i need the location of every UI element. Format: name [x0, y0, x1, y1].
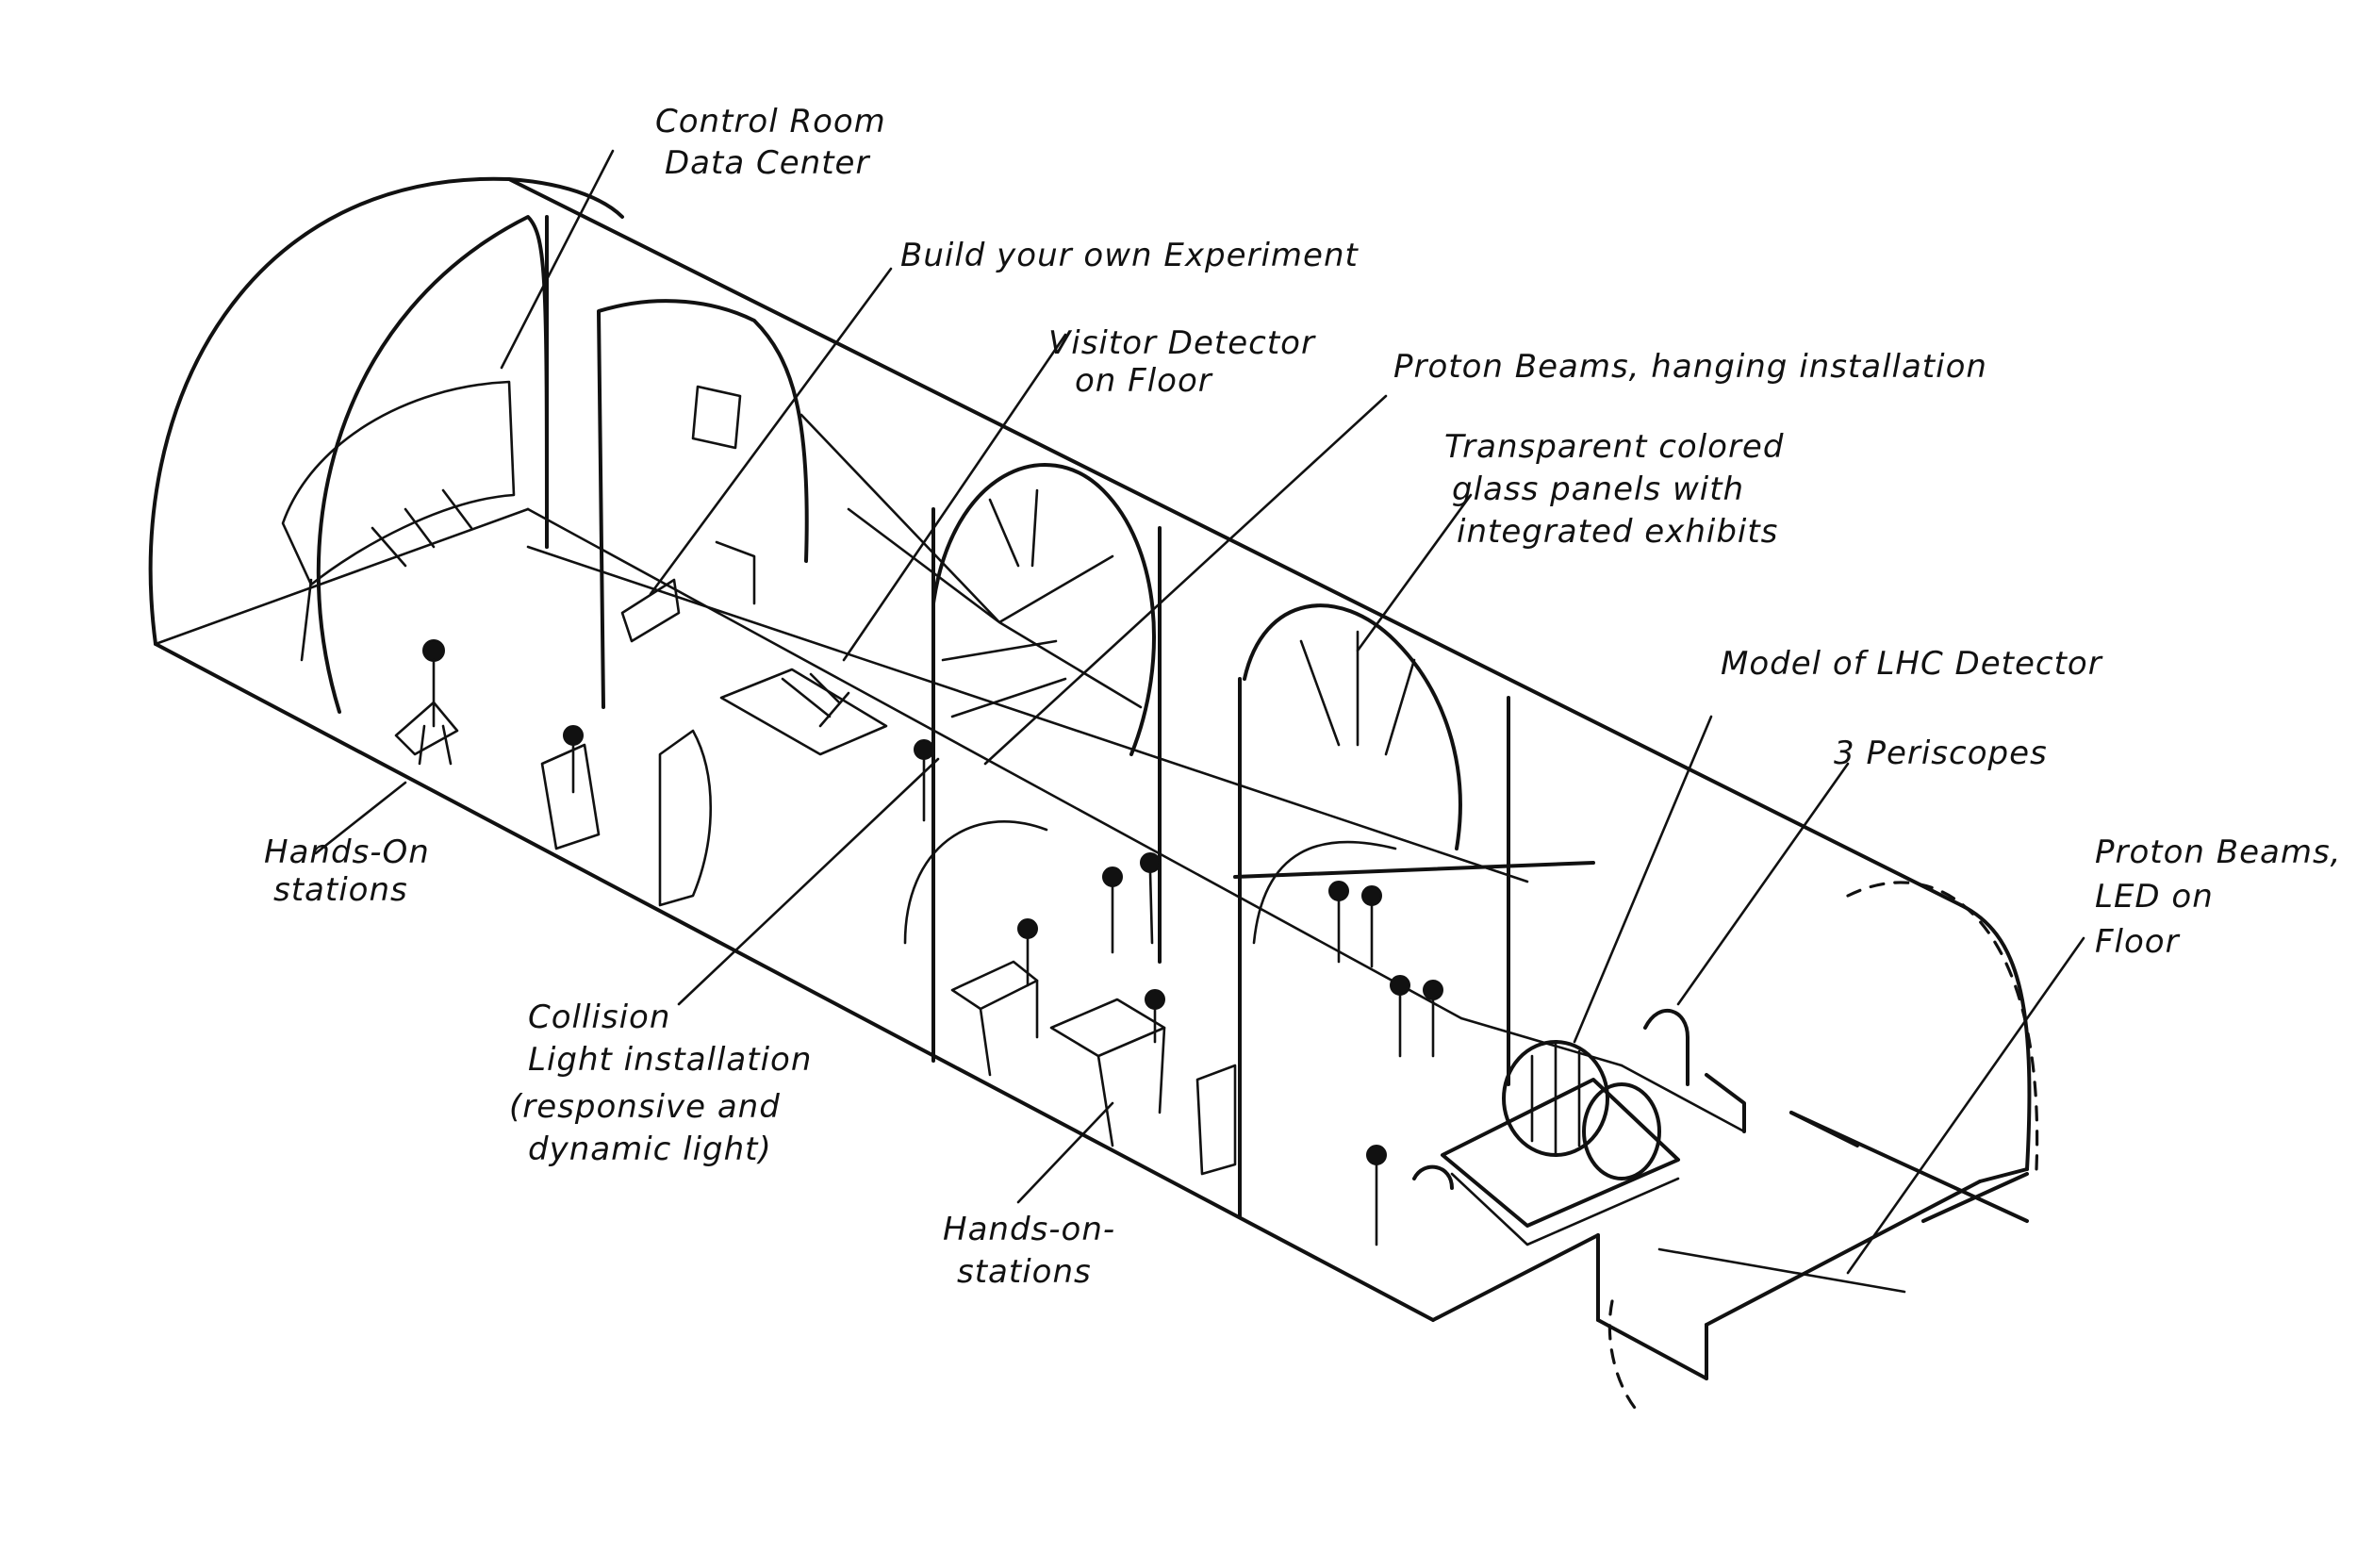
label-line: Proton Beams, hanging installation: [1393, 348, 1987, 386]
label-line: stations: [957, 1253, 1092, 1291]
label-line: on Floor: [1075, 362, 1213, 400]
label-build-experiment: Build your own Experiment: [900, 237, 1359, 274]
proton-beam-led-floor: [1657, 1247, 1906, 1294]
label-control-room: Control Room Data Center: [655, 103, 898, 182]
label-proton-beams-led: Proton Beams, LED on Floor: [2095, 834, 2352, 961]
label-line: 3 Periscopes: [1834, 734, 2048, 772]
label-lhc-model: Model of LHC Detector: [1721, 645, 2103, 683]
label-hands-on-left: Hands-On stations: [264, 834, 441, 909]
label-line: Transparent colored: [1444, 428, 1784, 466]
label-line: Model of LHC Detector: [1721, 645, 2103, 683]
label-line: Build your own Experiment: [900, 237, 1359, 274]
label-hands-on-center: Hands-on- stations: [943, 1211, 1127, 1291]
label-line: LED on: [2095, 878, 2214, 916]
periscopes: [1412, 1008, 1746, 1190]
label-line: Collision: [528, 999, 670, 1036]
label-line: (responsive and: [509, 1088, 781, 1126]
tunnel-end-floor: [1607, 1299, 1642, 1416]
label-glass-panels: Transparent colored glass panels with in…: [1444, 428, 1795, 551]
lhc-detector-model: [1441, 1040, 1680, 1246]
label-line: Hands-On: [264, 834, 430, 871]
label-line: Hands-on-: [943, 1211, 1115, 1248]
leader-lines: [314, 149, 2085, 1275]
tunnel-shell: [148, 176, 2032, 1380]
tunnel-end-outline: [1846, 881, 2039, 1171]
label-line: Proton Beams,: [2095, 834, 2342, 871]
label-visitor-detector: Visitor Detector on Floor: [1048, 324, 1327, 400]
label-line: glass panels with: [1452, 470, 1744, 508]
proton-beam-hanging-line: [526, 545, 1529, 883]
visitor-detector-floor: [719, 668, 888, 756]
label-line: stations: [273, 871, 408, 909]
label-line: Floor: [2095, 923, 2181, 961]
control-room-arch: [281, 215, 549, 714]
build-experiment-room: [597, 299, 809, 709]
label-line: Light installation: [528, 1041, 812, 1079]
label-line: Visitor Detector: [1048, 324, 1316, 362]
label-line: Data Center: [665, 144, 870, 182]
label-line: dynamic light): [528, 1131, 772, 1168]
collision-ring-1: [799, 413, 1162, 1063]
people-silhouettes: [418, 639, 1443, 1246]
hands-on-stations-center: [950, 960, 1237, 1176]
label-proton-beams-hanging: Proton Beams, hanging installation: [1393, 348, 1987, 386]
label-collision-light: Collision Light installation (responsive…: [509, 999, 823, 1168]
label-periscopes: 3 Periscopes: [1834, 734, 2048, 772]
collision-ring-2: [1238, 603, 1510, 1218]
hands-on-stations-left: [394, 701, 713, 907]
label-line: Control Room: [655, 103, 886, 140]
label-line: integrated exhibits: [1457, 513, 1778, 551]
